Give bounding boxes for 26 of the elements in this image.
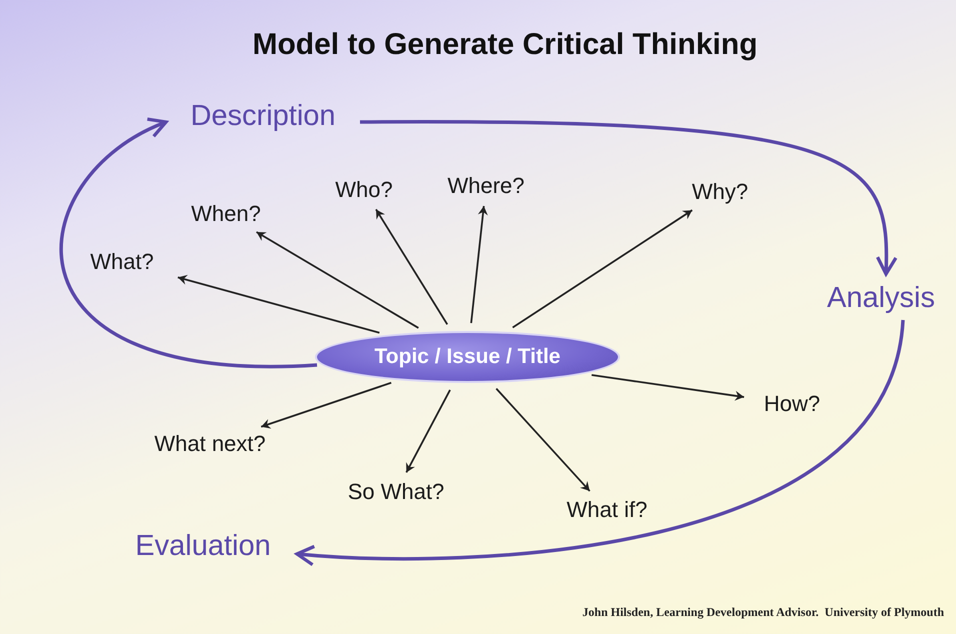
curved-arrow xyxy=(360,120,897,276)
arrow xyxy=(406,390,451,473)
stage-label: Evaluation xyxy=(112,526,294,566)
question-label: When? xyxy=(170,198,282,230)
stage-label: Description xyxy=(168,96,358,136)
question-label: Where? xyxy=(430,170,542,202)
question-label: How? xyxy=(748,388,836,420)
arrow xyxy=(470,206,488,324)
arrow xyxy=(512,209,693,328)
arrow xyxy=(256,231,419,329)
curved-arrow xyxy=(60,119,318,368)
arrow xyxy=(260,382,392,429)
question-label: So What? xyxy=(325,476,467,508)
stage-label: Analysis xyxy=(810,278,952,318)
arrow xyxy=(496,388,590,492)
question-label: Who? xyxy=(320,174,408,206)
credit-note: John Hilsden, Learning Development Advisor. University of Plymouth xyxy=(582,605,944,620)
arrow xyxy=(592,374,744,401)
question-label: What if? xyxy=(546,494,668,526)
question-label: What next? xyxy=(126,428,294,460)
question-label: What? xyxy=(70,246,174,278)
diagram-title: Model to Generate Critical Thinking xyxy=(251,28,759,62)
topic-ellipse: Topic / Issue / Title xyxy=(315,331,620,383)
question-label: Why? xyxy=(676,176,764,208)
arrow xyxy=(375,208,448,325)
curved-arrow xyxy=(295,320,905,566)
